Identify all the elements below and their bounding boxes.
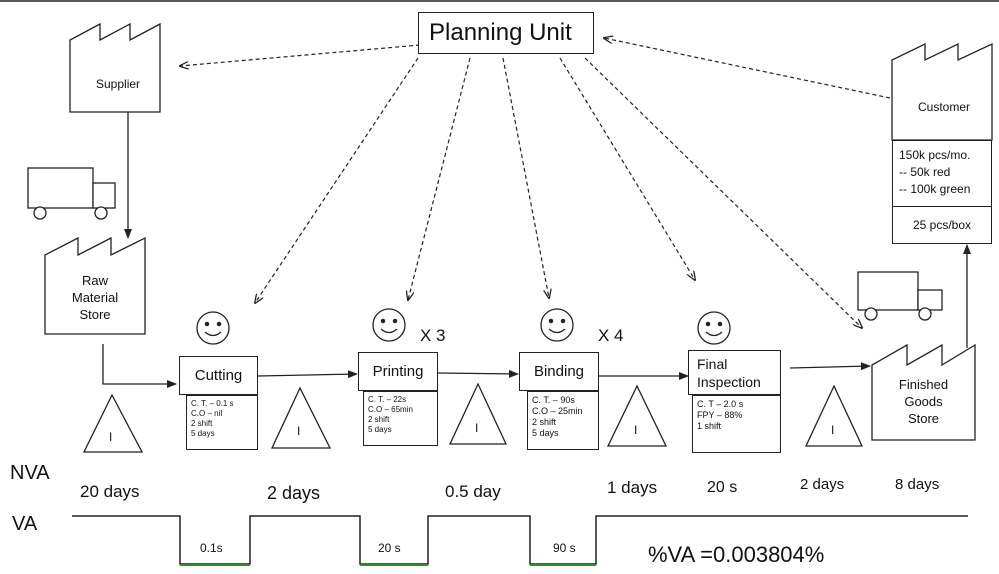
supplier-label: Supplier [96,77,141,91]
binding-data-line: 5 days [532,428,559,438]
binding-process-box: Binding [519,352,599,391]
inventory-triangles [82,382,864,453]
supplier-factory-icon [69,22,161,113]
nva-value: 20 s [707,479,738,496]
cutting-process-name: Cutting [194,367,243,384]
inspection-process-box: Final Inspection [688,350,781,395]
customer-demand-line-3: -- 100k green [899,182,971,196]
inspection-data-line: 1 shift [697,421,722,431]
customer-demand-box: 150k pcs/mo. -- 50k red -- 100k green [892,140,992,207]
cutting-data-line: 5 days [191,429,215,438]
cutting-data-line: C. T. – 0.1 s [191,399,234,408]
customer-pack-box: 25 pcs/box [892,206,992,244]
printing-data-line: 2 shift [368,415,390,424]
inspection-name-line-1: Final [697,356,728,372]
printing-multiplier: X 3 [420,326,446,345]
printing-data-line: C.O – 65min [368,405,413,414]
customer-demand-line-2: -- 50k red [899,165,951,179]
operator-icons [196,308,731,345]
binding-data-line: 2 shift [532,417,557,427]
cutting-data-line: C.O – nil [191,409,223,418]
va-value: 0.1s [200,541,223,555]
timeline-line [72,515,968,565]
planning-unit-box: Planning Unit [418,12,594,54]
cutting-operator-icon [196,311,230,345]
inventory-label: I [475,421,479,435]
printing-process-name: Printing [372,363,424,380]
percent-va-label: %VA =0.003804% [648,542,825,567]
customer-pack-label: 25 pcs/box [912,218,972,232]
cutting-data-box: C. T. – 0.1 s C.O – nil 2 shift 5 days [186,395,258,450]
customer-demand-line-1: 150k pcs/mo. [899,148,971,162]
binding-data-box: C. T. – 90s C.O – 25min 2 shift 5 days [527,391,599,450]
supplier-truck-icon [27,167,116,220]
inventory-label: I [831,423,835,437]
binding-multiplier: X 4 [598,326,624,345]
inspection-data-line: C. T – 2.0 s [697,399,744,409]
raw-material-line-3: Store [79,307,111,322]
binding-operator-icon [540,308,574,342]
inspection-operator-icon [697,311,731,345]
printing-operator-icon [372,308,406,342]
finished-goods-line-2: Goods [904,394,943,409]
finished-goods-line-1: Finished [898,377,949,392]
finished-goods-label: Finished Goods Store [872,376,975,427]
raw-material-factory-icon [44,236,146,335]
inventory-label: I [297,424,301,438]
inventory-label: I [109,430,113,444]
information-flow-arrows [180,38,891,328]
customer-factory-icon [891,42,993,141]
raw-material-line-2: Material [71,290,119,305]
printing-process-box: Printing [358,352,438,391]
binding-data-line: C. T. – 90s [532,395,575,405]
nva-label: NVA [10,462,50,484]
inspection-data-line: FPY – 88% [697,410,743,420]
customer-truck-icon [857,271,943,321]
printing-data-box: C. T. – 22s C.O – 65min 2 shift 5 days [363,391,438,446]
cutting-process-box: Cutting [179,356,258,395]
raw-material-line-1: Raw [81,273,108,288]
inspection-data-box: C. T – 2.0 s FPY – 88% 1 shift [692,395,781,453]
finished-goods-factory-icon [871,343,976,441]
nva-value: 0.5 day [445,482,501,501]
binding-data-line: C.O – 25min [532,406,583,416]
nva-value: 2 days [800,476,845,493]
va-label: VA [12,513,38,535]
material-flow-arrows [102,344,871,388]
binding-process-name: Binding [533,363,585,380]
raw-material-label: Raw Material Store [45,272,145,323]
nva-value: 1 days [607,478,658,497]
customer-label: Customer [918,100,971,114]
cutting-data-line: 2 shift [191,419,213,428]
va-value: 90 s [553,541,576,555]
printing-data-line: 5 days [368,425,392,434]
inspection-name-line-2: Inspection [697,374,761,390]
va-value: 20 s [378,541,401,555]
finished-goods-line-3: Store [907,411,940,426]
printing-data-line: C. T. – 22s [368,395,407,404]
nva-value: 20 days [80,482,140,501]
nva-value: 2 days [267,483,321,503]
planning-unit-label: Planning Unit [429,19,572,46]
inventory-label: I [634,423,638,437]
nva-value: 8 days [895,476,940,493]
